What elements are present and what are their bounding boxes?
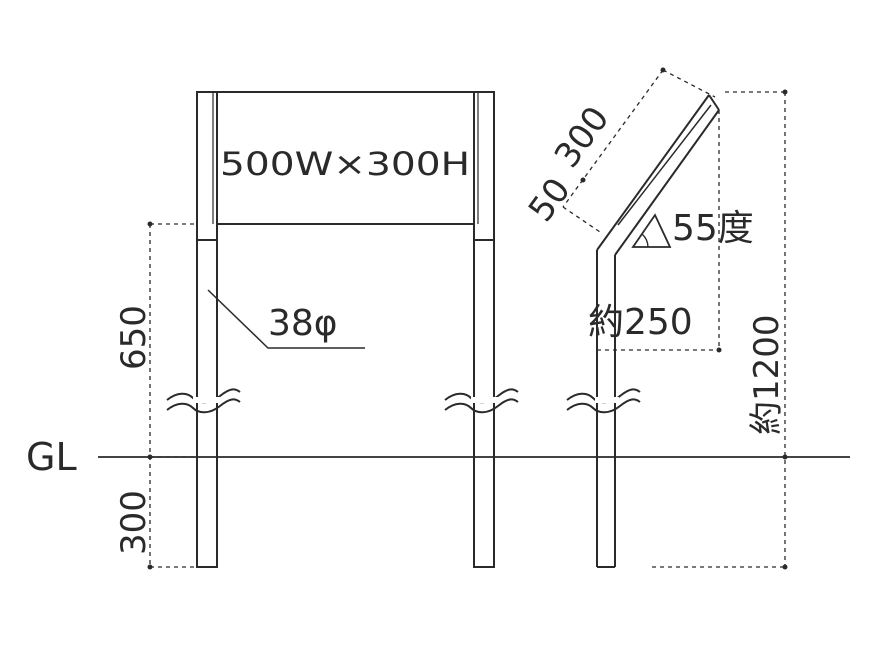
- horizontal-reach-label: 約250: [588, 302, 693, 343]
- sign-panel: [216, 91, 475, 225]
- dimension-end-dots: [147, 67, 788, 570]
- left-post: [196, 91, 218, 568]
- side-view: [566, 94, 720, 568]
- right-post: [473, 91, 495, 568]
- depth-below-ground-label: 300: [114, 490, 154, 555]
- side-panel-line: [617, 104, 712, 226]
- side-arm-upper-edge: [596, 94, 710, 251]
- sign-size-label: 500W×300H: [220, 145, 470, 183]
- pipe-diameter-label: 38φ: [268, 303, 338, 344]
- dimension-lines: [149, 69, 786, 568]
- side-arm-lower-edge: [614, 109, 720, 256]
- total-height-label: 約1200: [747, 314, 787, 435]
- side-arm-tip: [708, 94, 720, 111]
- tilt-angle-label: 55度: [672, 208, 754, 249]
- ground-line-label: GL: [26, 435, 77, 479]
- angle-symbol: [631, 213, 672, 248]
- front-view: [166, 91, 519, 568]
- panel-offset-label: 50: [521, 171, 579, 230]
- panel-height-label: 300: [547, 99, 618, 175]
- pipe-diameter-leader: [207, 289, 365, 349]
- height-above-ground-label: 650: [114, 305, 154, 370]
